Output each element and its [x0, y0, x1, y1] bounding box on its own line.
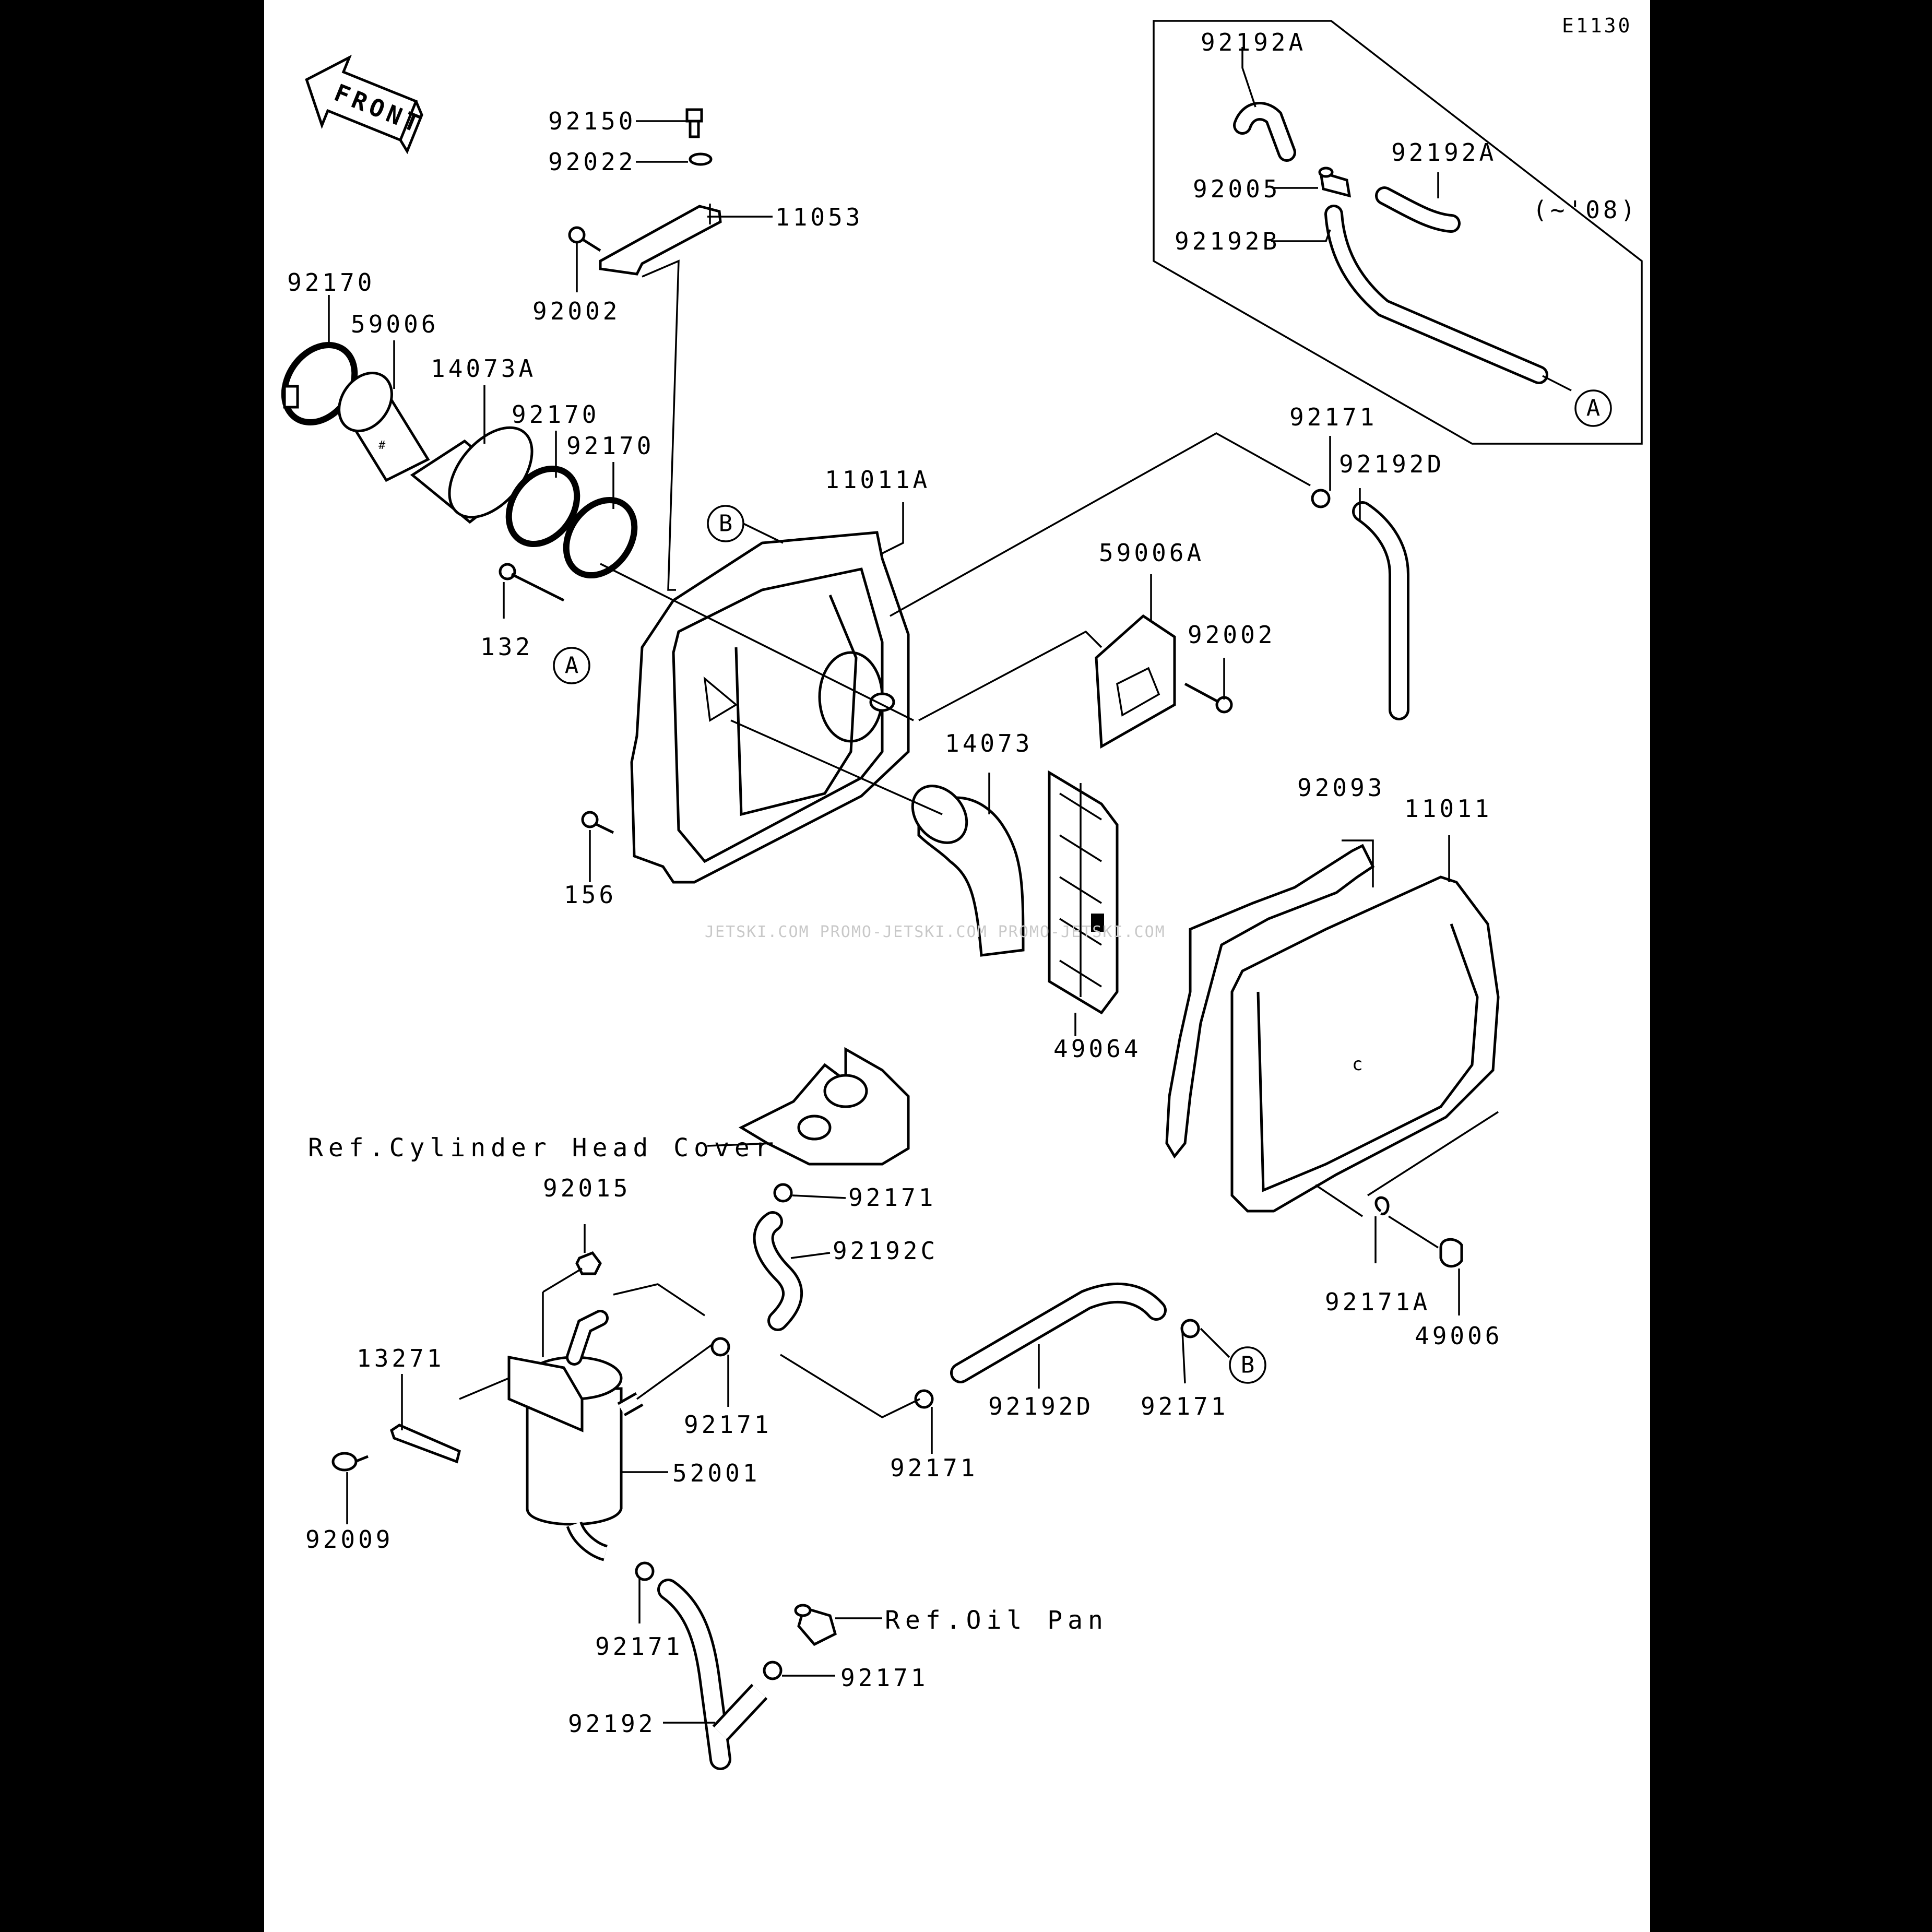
callout-a-side: A	[553, 647, 590, 684]
inset-box	[1153, 20, 1643, 445]
svg-text:A: A	[565, 653, 579, 679]
leader-lines	[328, 47, 1499, 1724]
clip-92171A	[1374, 1196, 1390, 1215]
hose-92192B	[1324, 205, 1548, 384]
clamp-92171-g	[635, 1561, 655, 1581]
clamp-92170-c	[563, 496, 638, 579]
label-92171-g: 92171	[595, 1632, 683, 1661]
label-92192A-b: 92192A	[1391, 138, 1497, 167]
washer-92022	[689, 152, 713, 166]
hose-92192A-lower	[1375, 186, 1461, 233]
callout-b-bottom: B	[1229, 1346, 1266, 1384]
bolt-92150	[685, 108, 703, 138]
label-14073A: 14073A	[431, 354, 536, 383]
bolt-92002-top	[568, 226, 601, 252]
label-59006A: 59006A	[1099, 539, 1204, 567]
label-92170-b: 92170	[512, 400, 599, 429]
label-92192B: 92192B	[1175, 227, 1280, 255]
watermark: JETSKI.COM PROMO-JETSKI.COM PROMO-JETSKI…	[705, 923, 1166, 941]
hose-92192-bottom	[566, 1521, 768, 1770]
svg-text:B: B	[1241, 1352, 1255, 1379]
bracket-11053	[599, 205, 722, 276]
clamp-92171-d	[710, 1337, 730, 1357]
hose-92192D-bottom	[950, 1282, 1167, 1383]
cap-49006	[1439, 1238, 1463, 1268]
label-92171-d: 92171	[684, 1411, 772, 1439]
label-92015: 92015	[543, 1174, 631, 1202]
label-92171-f: 92171	[1141, 1392, 1228, 1420]
clamp-92170-b	[505, 465, 580, 548]
bolt-132	[499, 563, 565, 602]
label-92002-mid: 92002	[1188, 621, 1275, 649]
label-92192D-top: 92192D	[1339, 450, 1444, 478]
label-92170-c: 92170	[566, 432, 654, 460]
hose-92192D-top	[1352, 501, 1409, 720]
label-52001: 52001	[672, 1459, 760, 1487]
inset-note: (~'08)	[1533, 196, 1638, 224]
svg-text:#: #	[378, 439, 386, 452]
label-92022: 92022	[548, 148, 636, 176]
callout-b-top: B	[707, 505, 744, 542]
gasket-92093	[1165, 844, 1375, 1159]
label-59006: 59006	[351, 310, 438, 338]
nut-92015	[575, 1251, 602, 1275]
label-92171-c: 92171	[848, 1183, 936, 1212]
clamp-92171-c	[773, 1183, 793, 1203]
label-92171-h: 92171	[840, 1664, 928, 1692]
label-11011: 11011	[1404, 795, 1492, 823]
label-92171-top: 92171	[1289, 403, 1377, 431]
fitting-92005	[1318, 167, 1352, 198]
label-ref-oil-pan: Ref.Oil Pan	[885, 1606, 1108, 1635]
label-ref-cylinder-head-cover: Ref.Cylinder Head Cover	[308, 1133, 775, 1163]
clamp-92171-top	[1311, 489, 1331, 508]
label-11053: 11053	[775, 203, 863, 231]
label-92192C: 92192C	[833, 1237, 938, 1265]
label-156: 156	[564, 881, 617, 909]
center-mark: c	[1352, 1054, 1362, 1075]
label-14073: 14073	[945, 729, 1033, 757]
label-92150: 92150	[548, 107, 636, 135]
clamp-92171-e	[914, 1389, 934, 1409]
filter-49064	[1048, 770, 1119, 1015]
label-92192A-a: 92192A	[1201, 28, 1306, 56]
cylinder-head-cover-ref	[738, 1047, 910, 1166]
screw-92009	[331, 1452, 369, 1472]
label-92005: 92005	[1193, 175, 1281, 203]
hose-92192C	[753, 1211, 803, 1331]
filter-59006: #	[338, 371, 430, 482]
label-49006: 49006	[1415, 1322, 1502, 1350]
air-box-11011A	[630, 531, 910, 884]
label-13271: 13271	[357, 1344, 444, 1372]
hose-92192A-upper	[1233, 102, 1296, 162]
label-92171-e: 92171	[890, 1454, 978, 1482]
elbow-14073	[911, 785, 1025, 957]
label-92192: 92192	[568, 1710, 656, 1738]
diagram-code: E1130	[1562, 14, 1632, 37]
callout-a-top: A	[1574, 389, 1612, 427]
bolt-156	[581, 811, 614, 834]
svg-text:B: B	[719, 511, 733, 537]
bracket-13271	[390, 1424, 461, 1464]
cover-11011: c	[1230, 875, 1500, 1213]
front-arrow: FRONT	[305, 54, 428, 155]
label-92093: 92093	[1297, 774, 1385, 802]
duct-14073A	[410, 426, 534, 524]
label-49064: 49064	[1053, 1035, 1141, 1063]
svg-text:A: A	[1586, 395, 1601, 422]
clamp-92171-f	[1180, 1319, 1200, 1338]
separator-52001	[507, 1310, 644, 1526]
label-92002-top: 92002	[532, 297, 620, 325]
oil-pan-fitting-ref	[794, 1604, 837, 1646]
label-92171A: 92171A	[1325, 1288, 1430, 1316]
label-132: 132	[480, 633, 533, 661]
label-92009: 92009	[305, 1525, 393, 1554]
clamp-92171-h	[763, 1661, 783, 1680]
label-11011A: 11011A	[825, 466, 930, 494]
label-92192D-bottom: 92192D	[988, 1392, 1094, 1420]
label-92170-a: 92170	[287, 268, 375, 297]
cover-59006A	[1095, 614, 1176, 749]
